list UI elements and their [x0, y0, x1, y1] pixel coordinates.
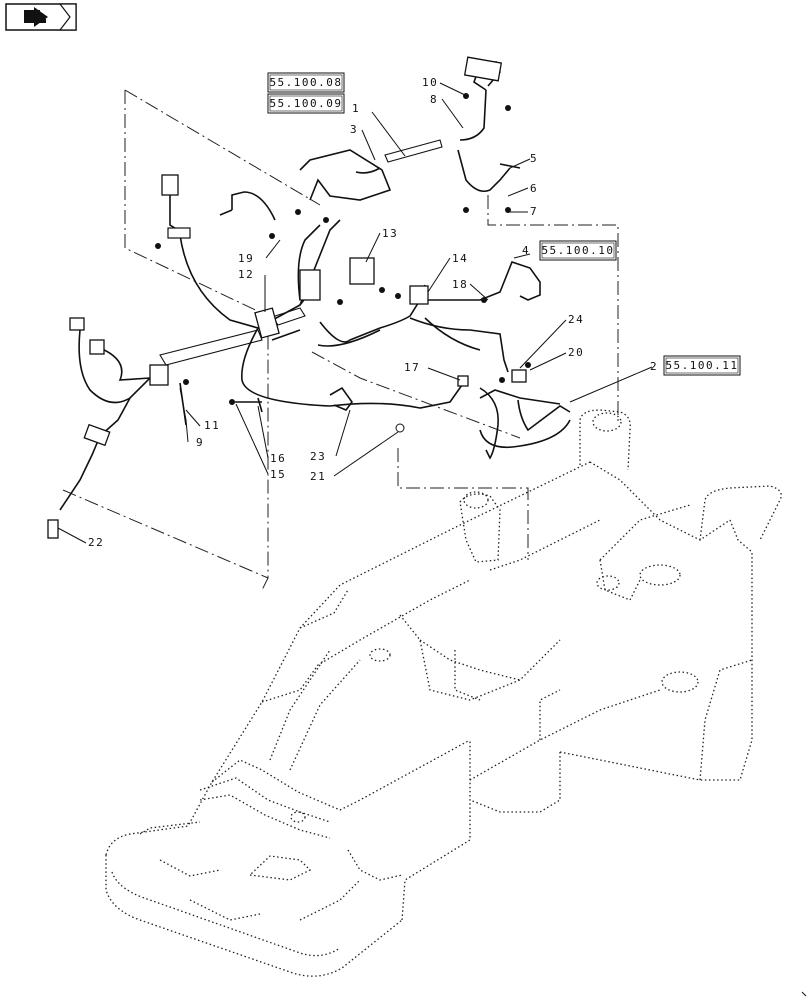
callout-7[interactable]: 7 [530, 205, 538, 218]
callout-24[interactable]: 24 [568, 313, 584, 326]
reference-box-55-100-10[interactable]: 55.100.10 [539, 240, 617, 261]
callout-4[interactable]: 4 [522, 244, 530, 257]
reference-label: 55.100.10 [541, 244, 614, 257]
callout-16[interactable]: 16 [270, 452, 286, 465]
callout-22[interactable]: 22 [88, 536, 104, 549]
callout-2[interactable]: 2 [650, 360, 658, 373]
corner-mark [801, 991, 807, 997]
callout-12[interactable]: 12 [238, 268, 254, 281]
callout-10[interactable]: 10 [422, 76, 438, 89]
reference-label: 55.100.09 [269, 97, 342, 110]
callout-19[interactable]: 19 [238, 252, 254, 265]
callout-14[interactable]: 14 [452, 252, 468, 265]
callout-13[interactable]: 13 [382, 227, 398, 240]
assembly-guide-lines [62, 89, 619, 591]
callout-6[interactable]: 6 [530, 182, 538, 195]
callouts: 1 2 3 4 5 6 7 8 9 10 11 12 13 14 15 16 1… [57, 76, 658, 549]
callout-15[interactable]: 15 [270, 468, 286, 481]
callout-20[interactable]: 20 [568, 346, 584, 359]
callout-23[interactable]: 23 [310, 450, 326, 463]
callout-8[interactable]: 8 [430, 93, 438, 106]
callout-5[interactable]: 5 [530, 152, 538, 165]
callout-21[interactable]: 21 [310, 470, 326, 483]
callout-18[interactable]: 18 [452, 278, 468, 291]
back-arrow-button[interactable] [5, 3, 77, 31]
reference-box-55-100-09[interactable]: 55.100.09 [267, 93, 345, 114]
callout-1[interactable]: 1 [352, 102, 360, 115]
reference-label: 55.100.08 [269, 76, 342, 89]
wiring-harness [47, 56, 571, 539]
callout-3[interactable]: 3 [350, 123, 358, 136]
callout-9[interactable]: 9 [196, 436, 204, 449]
reference-box-55-100-11[interactable]: 55.100.11 [663, 355, 741, 376]
loader-frame [105, 409, 782, 977]
callout-11[interactable]: 11 [204, 419, 220, 432]
back-arrow-icon [24, 7, 48, 27]
reference-label: 55.100.11 [665, 359, 738, 372]
callout-17[interactable]: 17 [404, 361, 420, 374]
reference-box-55-100-08[interactable]: 55.100.08 [267, 72, 345, 93]
